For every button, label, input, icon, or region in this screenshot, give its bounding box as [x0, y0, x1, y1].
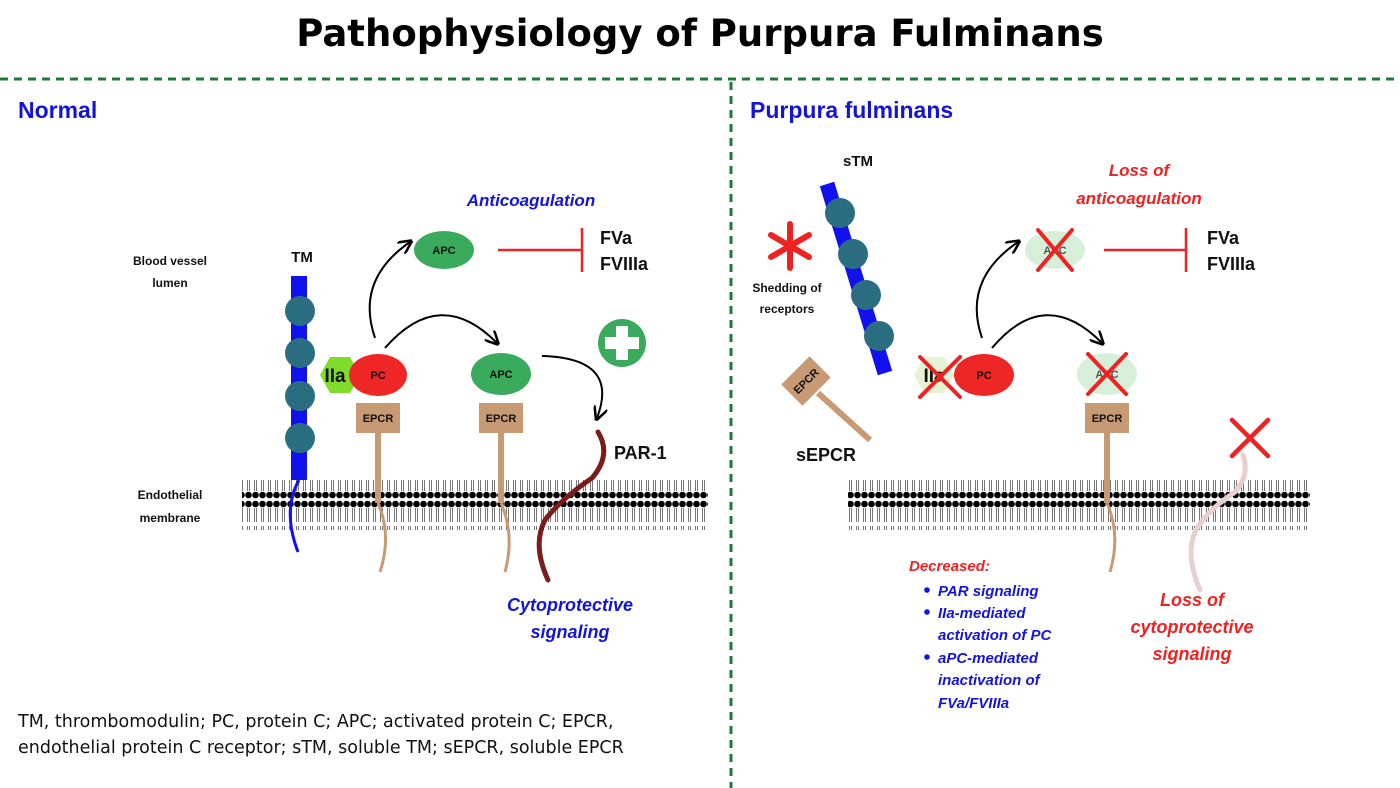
tm-domain-bead	[285, 423, 315, 453]
bullet-dot	[924, 587, 930, 593]
sepcr-stalk	[815, 390, 873, 443]
epcr-receptor-box	[479, 403, 523, 433]
loss-cyto-line3: signaling	[1152, 644, 1231, 664]
epcr-receptor-box	[356, 403, 400, 433]
shedding-line1: Shedding of	[752, 281, 822, 295]
par1-label: PAR-1	[614, 443, 667, 463]
sepcr-box	[781, 356, 831, 406]
tm-domain-bead	[838, 239, 868, 269]
loss-cyto-line2: cytoprotective	[1130, 617, 1253, 637]
decreased-title: Decreased:	[909, 558, 990, 575]
cytoprotective-line1: Cytoprotective	[507, 595, 633, 615]
endothelial-membrane	[848, 480, 1310, 530]
iia-label: IIa	[324, 366, 346, 387]
apc-free-ellipse	[414, 231, 474, 269]
pc-to-apc-arrow	[975, 242, 1018, 339]
epcr-label: EPCR	[486, 413, 517, 425]
cytoprotective-line2: signaling	[530, 622, 609, 642]
sepcr-label: sEPCR	[796, 445, 856, 465]
protein-c-ellipse	[954, 354, 1014, 396]
lumen-label-line2: lumen	[152, 276, 187, 290]
loss-anticoagulation-line1: Loss of	[1109, 161, 1172, 180]
legend-line2: endothelial protein C receptor; sTM, sol…	[18, 738, 624, 758]
cross-mark-icon	[1229, 417, 1271, 459]
tm-label: TM	[291, 249, 313, 266]
thrombin-iia-hexagon	[320, 357, 360, 393]
bullet-dot	[924, 654, 930, 660]
fva-label: FVa	[1207, 228, 1240, 248]
cross-mark-icon	[918, 355, 962, 399]
cross-mark-icon	[1086, 352, 1128, 396]
tm-domain-bead	[825, 198, 855, 228]
par1-receptor	[536, 429, 607, 583]
shedding-line2: receptors	[760, 302, 815, 316]
decreased-list: PAR signaling IIa-mediated activation of…	[924, 583, 1053, 712]
pc-to-apc-arrow	[368, 242, 410, 339]
protein-c-ellipse	[349, 354, 407, 396]
decreased-item-1-line1: PAR signaling	[938, 583, 1039, 600]
apc-top-label: APC	[432, 245, 455, 257]
apc-bound-ellipse	[471, 353, 531, 395]
membrane-label-line2: membrane	[140, 511, 201, 525]
epcr-stalk	[498, 433, 504, 503]
pc-label: PC	[370, 370, 385, 382]
legend-line1: TM, thrombomodulin; PC, protein C; APC; …	[17, 712, 613, 732]
thrombomodulin-tail	[288, 479, 301, 553]
anticoagulation-label: Anticoagulation	[466, 191, 595, 210]
fviiia-label: FVIIIa	[600, 254, 649, 274]
apc-to-par1-arrow	[541, 355, 602, 418]
decreased-item-3-line2: inactivation of	[938, 672, 1042, 689]
epcr-label: EPCR	[363, 413, 394, 425]
tm-domain-bead	[285, 381, 315, 411]
pc-label: PC	[976, 370, 991, 382]
decreased-item-3-line1: aPC-mediated	[938, 650, 1039, 667]
tm-domain-bead	[864, 321, 894, 351]
loss-anticoagulation-line2: anticoagulation	[1076, 189, 1202, 208]
purpura-panel: Purpura fulminans Shedding of receptors …	[750, 97, 1310, 712]
asterisk-icon	[768, 221, 812, 271]
fviiia-label: FVIIIa	[1207, 254, 1256, 274]
tm-domain-bead	[285, 296, 315, 326]
epcr-tail	[1105, 502, 1117, 573]
epcr-tail	[376, 502, 388, 573]
decreased-item-2-line2: activation of PC	[938, 627, 1053, 644]
lumen-label-line1: Blood vessel	[133, 254, 207, 268]
normal-heading: Normal	[18, 97, 97, 123]
epcr-stalk	[1104, 433, 1110, 503]
pc-to-bound-apc-arrow	[384, 314, 497, 349]
tm-domain-bead	[851, 280, 881, 310]
thrombin-iia-faded	[914, 357, 954, 393]
epcr-tail	[499, 502, 511, 573]
membrane-label-line1: Endothelial	[138, 488, 203, 502]
bullet-dot	[924, 609, 930, 615]
par1-faded-receptor	[1188, 452, 1248, 593]
tm-domain-bead	[285, 338, 315, 368]
purpura-heading: Purpura fulminans	[750, 97, 953, 123]
iia-faded-label: IIa	[923, 366, 945, 387]
epcr-receptor-box	[1085, 403, 1129, 433]
endothelial-membrane	[242, 480, 708, 530]
plus-vertical	[616, 326, 628, 360]
stm-label: sTM	[843, 153, 873, 170]
epcr-stalk	[375, 433, 381, 503]
cross-mark-icon	[1036, 228, 1074, 272]
normal-panel: Normal Blood vessel lumen Endothelial me…	[18, 97, 708, 642]
decreased-item-3-line3: FVa/FVIIIa	[938, 695, 1009, 712]
pc-to-bound-apc-arrow	[991, 314, 1102, 349]
decreased-item-2-line1: IIa-mediated	[938, 605, 1026, 622]
fva-label: FVa	[600, 228, 633, 248]
epcr-label: EPCR	[1092, 413, 1123, 425]
apc-bottom-label: APC	[489, 369, 512, 381]
page-title: Pathophysiology of Purpura Fulminans	[296, 12, 1104, 55]
loss-cyto-line1: Loss of	[1160, 590, 1226, 610]
